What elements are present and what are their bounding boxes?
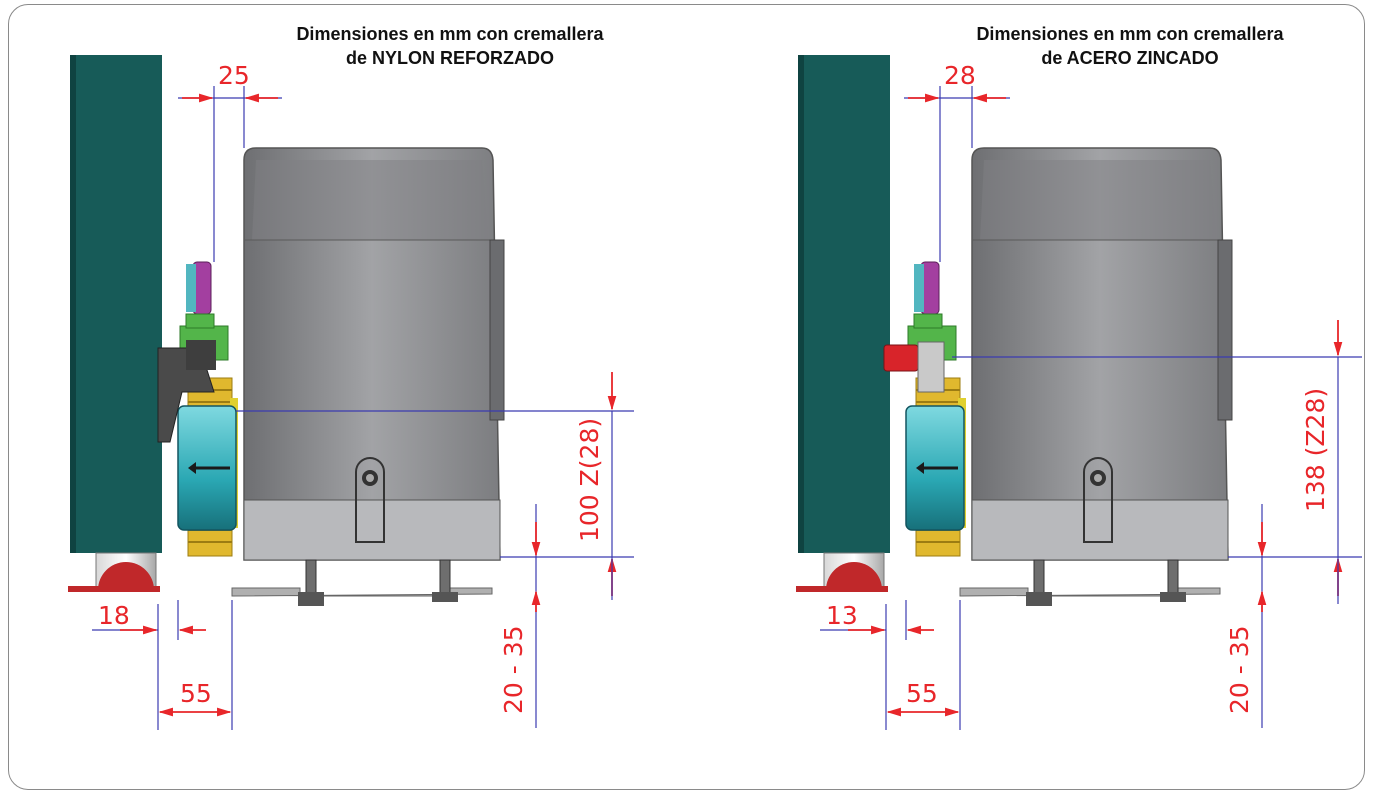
panel-right-title-line2: de ACERO ZINCADO [1041, 48, 1219, 68]
left-dim-ground-gap: 20 - 35 [499, 625, 528, 714]
left-assembly [66, 53, 506, 608]
panel-left-title: Dimensiones en mm con cremallera de NYLO… [200, 22, 700, 70]
right-dim-rack-height: 138 (Z28) [1301, 388, 1330, 512]
right-dim-top-gap: 28 [944, 61, 976, 90]
right-motor-drawing [794, 53, 1234, 608]
left-dim-top-gap: 25 [218, 61, 250, 90]
right-assembly [794, 53, 1234, 608]
left-dim-rack-height: 100 Z(28) [575, 418, 604, 542]
panel-right-title: Dimensiones en mm con cremallera de ACER… [880, 22, 1373, 70]
right-steel-block [917, 341, 945, 393]
panel-left-title-line1: Dimensiones en mm con cremallera [296, 24, 604, 44]
left-motor-drawing [66, 53, 506, 608]
left-dimension-arrows [120, 93, 617, 717]
right-dim-wall-offset: 13 [826, 601, 858, 630]
left-dim-wall-offset: 18 [98, 601, 130, 630]
left-dim-base-width: 55 [180, 679, 212, 708]
right-red-spacer [883, 344, 919, 372]
drawing-frame [8, 4, 1365, 790]
right-dim-ground-gap: 20 - 35 [1225, 625, 1254, 714]
panel-left-title-line2: de NYLON REFORZADO [345, 48, 554, 68]
left-lever-block [186, 340, 216, 370]
right-dim-base-width: 55 [906, 679, 938, 708]
panel-right-title-line1: Dimensiones en mm con cremallera [976, 24, 1284, 44]
